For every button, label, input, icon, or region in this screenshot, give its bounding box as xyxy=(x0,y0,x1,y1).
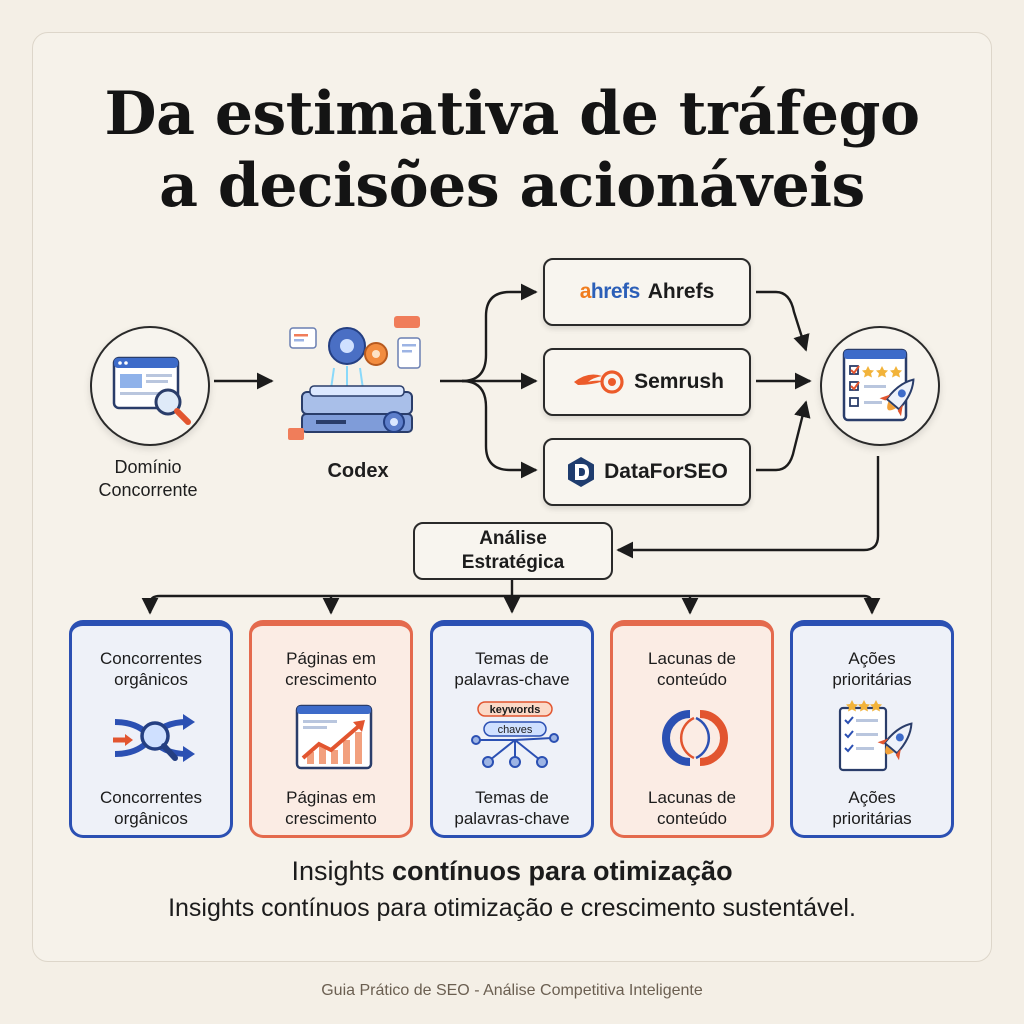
arrow-dataforseo-to-output xyxy=(756,400,811,472)
codex-label: Codex xyxy=(327,460,389,482)
tool-ahrefs-label: Ahrefs xyxy=(647,280,715,303)
domain-node xyxy=(90,326,210,446)
tool-dataforseo: DataForSEO xyxy=(543,438,751,506)
server-gears-icon xyxy=(288,316,421,440)
arrow-codex-to-ahrefs xyxy=(461,283,538,383)
insight-subline: Insights contínuos para otimização e cre… xyxy=(168,894,856,922)
footer-caption: Guia Prático de SEO - Análise Competitiv… xyxy=(321,982,703,999)
overlap-circles-icon xyxy=(662,710,728,766)
arrow-output-to-analysis xyxy=(616,456,880,559)
tool-semrush: Semrush xyxy=(543,348,751,416)
tool-dataforseo-label: DataForSEO xyxy=(604,460,728,483)
strategic-analysis-box: Análise Estratégica xyxy=(413,522,613,580)
keyword-network-icon: keywords chaves xyxy=(471,701,559,768)
checklist-rocket-icon xyxy=(842,348,915,422)
tool-semrush-label: Semrush xyxy=(634,370,724,393)
keyword-tag-1: keywords xyxy=(490,704,541,716)
domain-label: Domínio Concorrente xyxy=(98,457,198,500)
semrush-logo-icon xyxy=(570,367,626,397)
output-node xyxy=(820,326,940,446)
title-line-2: a decisões acionáveis xyxy=(159,151,865,221)
browser-magnifier-icon xyxy=(112,356,191,425)
title-line-1: Da estimativa de tráfego xyxy=(104,79,920,149)
checklist-rocket-icon xyxy=(838,700,913,772)
growth-chart-icon xyxy=(295,704,373,770)
crossing-arrows-magnifier-icon xyxy=(113,714,195,762)
insight-headline: Insights contínuos para otimização xyxy=(291,856,733,886)
arrow-codex-to-dataforseo xyxy=(461,379,538,479)
keyword-tag-2: chaves xyxy=(498,724,533,736)
dataforseo-logo-icon xyxy=(566,456,596,488)
page-title: Da estimativa de tráfego a decisões acio… xyxy=(0,78,1024,222)
arrow-ahrefs-to-output xyxy=(756,290,810,352)
